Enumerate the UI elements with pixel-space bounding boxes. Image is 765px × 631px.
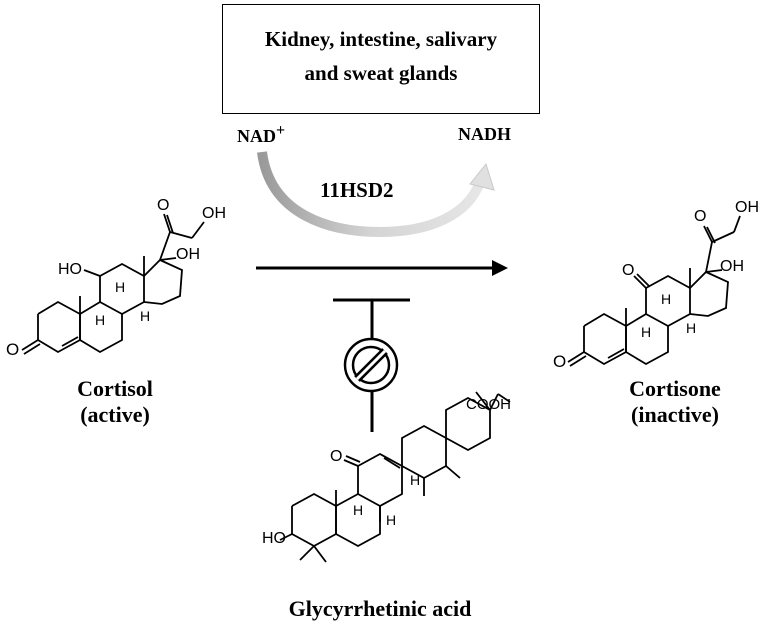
gly-ho: HO bbox=[262, 530, 286, 547]
cortisone-h-c: H bbox=[686, 320, 697, 336]
reaction-arrow bbox=[256, 260, 508, 276]
nadh-label: NADH bbox=[458, 124, 511, 144]
gly-ketone-o: O bbox=[330, 448, 343, 465]
gly-h-a: H bbox=[410, 472, 421, 488]
cortisol-caption: Cortisol (active) bbox=[50, 376, 180, 428]
glycyrrhetinic-structure bbox=[279, 391, 511, 563]
enzyme-label: 11HSD2 bbox=[320, 178, 394, 202]
gly-h-b: H bbox=[353, 502, 364, 518]
cortisol-17-oh: OH bbox=[176, 246, 200, 263]
tissue-box: Kidney, intestine, salivary and sweat gl… bbox=[222, 4, 540, 114]
cortisone-17-oh: OH bbox=[720, 258, 744, 275]
curved-arrow bbox=[257, 151, 495, 238]
cortisol-structure bbox=[21, 213, 205, 355]
cortisone-ketone-o: O bbox=[553, 352, 567, 371]
cortisone-structure bbox=[567, 215, 741, 367]
cortisol-side-oh: OH bbox=[202, 205, 226, 222]
cortisol-ho: HO bbox=[58, 261, 82, 278]
cortisol-state: (active) bbox=[80, 402, 150, 427]
cortisol-ketone-o: O bbox=[6, 340, 20, 359]
cortisone-h-b: H bbox=[641, 324, 652, 340]
nad-label: NAD+ bbox=[237, 122, 285, 147]
cortisol-h-c: H bbox=[140, 308, 151, 324]
cortisol-side-o: O bbox=[157, 197, 170, 214]
tissue-line-2: and sweat glands bbox=[304, 61, 458, 85]
nad-charge: + bbox=[276, 122, 286, 139]
gly-h-c: H bbox=[386, 512, 397, 528]
cortisone-side-o: O bbox=[694, 208, 707, 225]
cortisone-11-o: O bbox=[622, 262, 635, 279]
cortisone-state: (inactive) bbox=[631, 402, 719, 427]
inhibitor-caption: Glycyrrhetinic acid bbox=[288, 596, 472, 621]
inhibition-symbol bbox=[333, 298, 410, 432]
nad-text: NAD bbox=[237, 126, 276, 146]
gly-cooh: COOH bbox=[466, 396, 511, 413]
cortisone-name: Cortisone bbox=[629, 376, 721, 401]
cortisol-h-a: H bbox=[115, 279, 126, 295]
cortisone-side-oh: OH bbox=[735, 199, 759, 216]
tissue-line-1: Kidney, intestine, salivary bbox=[264, 27, 498, 51]
cortisone-caption: Cortisone (inactive) bbox=[600, 376, 750, 428]
cortisol-h-b: H bbox=[95, 312, 106, 328]
cortisol-name: Cortisol bbox=[77, 376, 153, 401]
cortisone-h-a: H bbox=[661, 291, 672, 307]
